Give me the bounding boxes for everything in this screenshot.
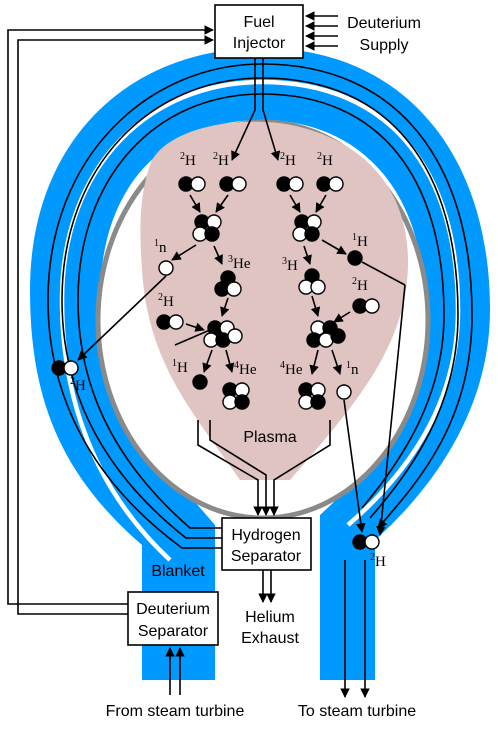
- hydrogen-separator-box: [221, 517, 312, 571]
- helium-exhaust: Helium Exhaust: [241, 570, 299, 647]
- blanket: [30, 48, 490, 680]
- loop-wire-inner: [77, 93, 445, 529]
- isotope-label-d1: 2H: [180, 151, 196, 169]
- hydrogen-separator-label-2: Separator: [231, 548, 302, 565]
- deuterium-separator-label-2: Separator: [138, 623, 209, 640]
- blanket-label: Blanket: [151, 563, 205, 580]
- deuterium-separator: Deuterium Separator: [127, 591, 219, 646]
- from-steam-turbine-label: From steam turbine: [106, 703, 245, 720]
- isotope-label-d6: 2H: [352, 276, 368, 294]
- isotope-label-h1: 1H: [172, 358, 188, 376]
- fuel-injector-box: [214, 4, 304, 59]
- isotope-label-he3: 3He: [228, 254, 251, 272]
- isotope-label-d5: 2H: [317, 151, 333, 169]
- exhaust-wire-3: [269, 420, 331, 516]
- deuterium-supply-label-1: Deuterium: [347, 15, 421, 32]
- loop-wire-mid: [61, 77, 459, 539]
- isotope-label-t: 3H: [282, 256, 298, 274]
- isotope-label-he4-right: 4He: [280, 360, 303, 378]
- deuterium-separator-label-1: Deuterium: [136, 601, 210, 618]
- isotope-label-n2: 1n: [346, 360, 359, 378]
- hydrogen-separator: Hydrogen Separator: [221, 517, 312, 571]
- isotope-label-n1: 1n: [154, 238, 167, 256]
- fuel-injector-label-2: Injector: [233, 35, 286, 52]
- chamber: [95, 119, 431, 521]
- reaction-chain-right: 2H 2H 1H 3H 2H 4He 1n: [276, 151, 406, 536]
- injector-feed-right: [262, 58, 281, 161]
- isotope-label-he4-left: 4He: [234, 360, 257, 378]
- deuterium-supply-label-2: Supply: [360, 37, 409, 54]
- fuel-injector: Fuel Injector: [214, 4, 304, 59]
- blanket-ring: [30, 48, 490, 680]
- blanket-gap-outer: [59, 79, 461, 562]
- isotope-label-d8: 2H: [370, 552, 386, 570]
- fuel-injector-label-1: Fuel: [243, 14, 274, 31]
- reaction-chain-left: 2H 2H 1n 3He 2H 1H 4He: [77, 151, 257, 410]
- helium-exhaust-label-1: Helium: [245, 609, 295, 626]
- exhaust-wire-2: [209, 420, 271, 516]
- isotope-label-d3: 2H: [158, 292, 174, 310]
- plasma-label: Plasma: [243, 429, 296, 446]
- blanket-deuterium-left: 2H: [51, 360, 86, 394]
- exhaust-wire-4: [174, 329, 211, 346]
- injector-feed-left: [231, 58, 256, 161]
- isotope-label-d2: 2H: [213, 151, 229, 169]
- blanket-deuterium-right: 2H: [352, 534, 386, 570]
- isotope-label-d4: 2H: [280, 151, 296, 169]
- deuterium-separator-box: [127, 591, 219, 646]
- deuterium-return-wire-2: [17, 35, 214, 615]
- exhaust-wire-1: [197, 420, 263, 516]
- loop-wire-outer: [47, 63, 473, 549]
- hydrogen-separator-label-1: Hydrogen: [231, 527, 300, 544]
- helium-exhaust-label-2: Exhaust: [241, 630, 299, 647]
- to-steam-turbine-label: To steam turbine: [298, 703, 416, 720]
- isotope-label-h2: 1H: [352, 232, 368, 250]
- deuterium-supply: Deuterium Supply: [305, 11, 421, 54]
- isotope-label-d7: 2H: [70, 376, 86, 394]
- deuterium-return-wire-1: [7, 25, 214, 605]
